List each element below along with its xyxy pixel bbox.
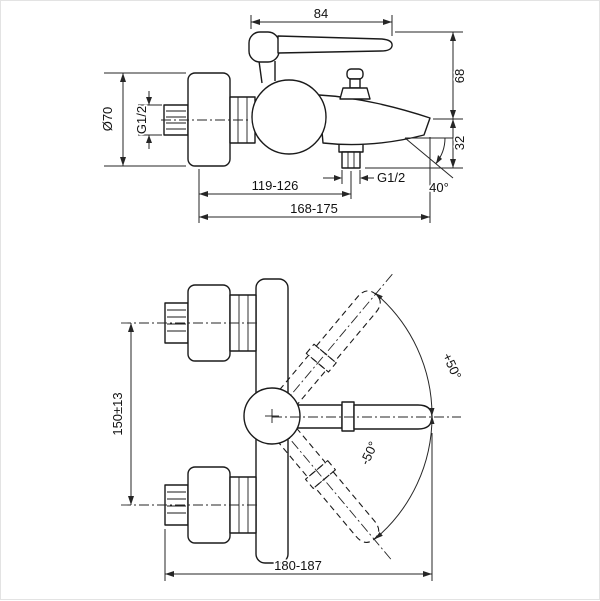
wall-flange <box>187 72 231 167</box>
handle-lever <box>277 35 393 54</box>
side-view-body <box>163 31 431 169</box>
dim-mount-distance-label: 150±13 <box>110 392 125 435</box>
side-view-dimension-lines <box>104 15 465 223</box>
dim-spout-drop-label: 32 <box>452 136 467 150</box>
handle-rotated-down <box>278 427 394 562</box>
dim-flange-diameter-label: Ø70 <box>100 107 115 132</box>
cartridge-center-cross <box>265 409 279 423</box>
dim-outlet-thread-label: G1/2 <box>377 170 405 185</box>
thread-lines <box>166 110 186 130</box>
shower-outlet-thread <box>341 151 361 169</box>
dim-total-projection-label: 168-175 <box>290 201 338 216</box>
dim-handle-length-label: 84 <box>314 6 328 21</box>
spout <box>318 94 431 146</box>
swing-arc-arrowheads <box>375 293 435 539</box>
dim-swing-down-label: -50° <box>357 439 381 467</box>
side-view: 84 68 32 Ø70 G1/2 119-126 G1/2 40° 168-1… <box>98 4 469 223</box>
mixer-body <box>251 79 327 155</box>
handle-joint <box>341 401 355 432</box>
dim-height-label: 68 <box>452 69 467 83</box>
handle-neck <box>258 60 276 84</box>
shower-outlet-facets <box>347 152 355 168</box>
handle-rotated-up <box>279 271 395 407</box>
dim-inlet-thread-label: G1/2 <box>134 106 149 134</box>
thread-lines-bottom <box>167 491 186 514</box>
front-view-dimension-lines <box>121 322 433 581</box>
diverter-knob <box>339 68 371 100</box>
dim-spout-angle-label: 40° <box>429 180 449 195</box>
dim-wall-to-outlet-label: 119-126 <box>252 178 299 193</box>
dim-total-width-label: 180-187 <box>274 558 322 573</box>
side-view-arrowheads <box>120 19 456 220</box>
thread-lines-top <box>167 309 186 332</box>
handle-cap <box>248 31 280 63</box>
dim-swing-up-label: +50° <box>440 351 465 382</box>
front-view: 150±13 180-187 +50° -50° <box>108 271 466 581</box>
front-view-arrowheads <box>128 323 432 577</box>
swing-arcs <box>374 292 433 540</box>
